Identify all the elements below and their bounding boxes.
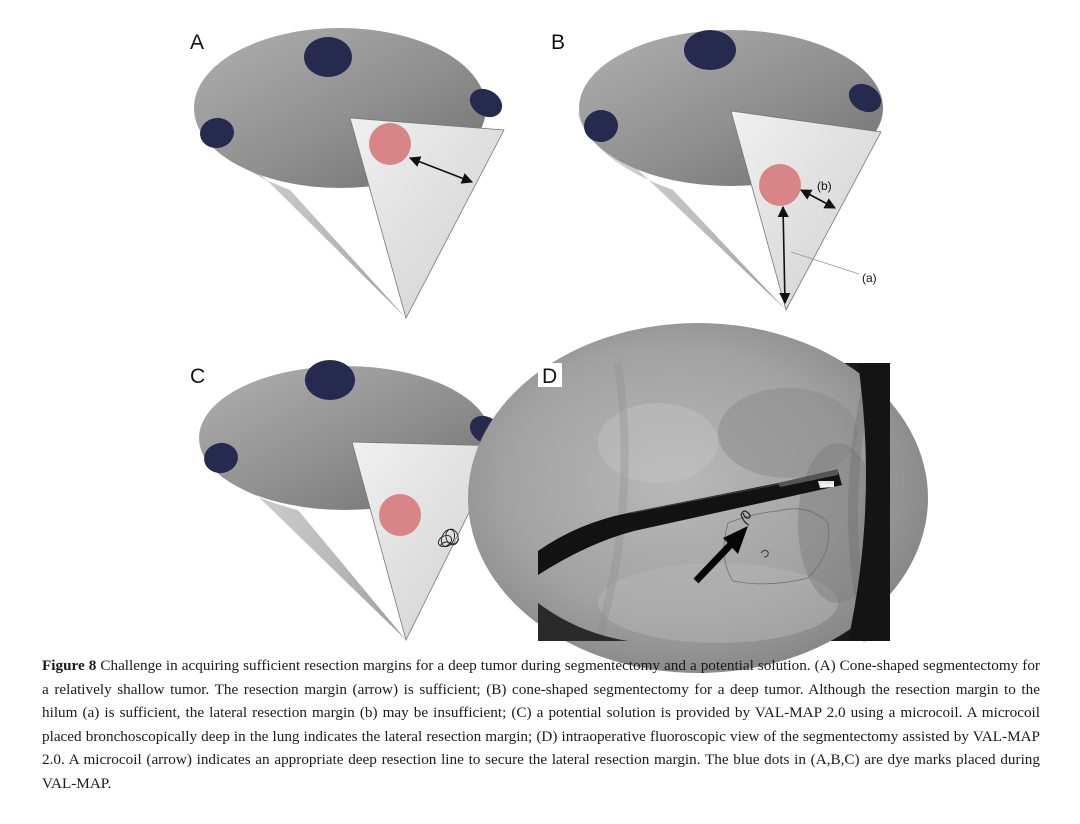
figure-label: Figure 8 [42, 657, 96, 674]
tumor [379, 494, 421, 536]
dye-mark [304, 37, 352, 77]
figure-caption: Figure 8 Challenge in acquiring sufficie… [42, 654, 1040, 795]
panel-d: D [538, 363, 890, 641]
panel-letter: B [551, 32, 565, 53]
panel-a: A [170, 20, 530, 330]
panel-letter: D [542, 366, 557, 387]
caption-text: Challenge in acquiring sufficient resect… [42, 657, 1040, 792]
panel-b: B (b) (a) [545, 20, 905, 330]
tumor [369, 123, 411, 165]
cut-face [731, 111, 881, 310]
label-b: (b) [817, 180, 832, 192]
dye-mark [305, 360, 355, 400]
panel-letter: A [190, 32, 204, 53]
cone-diagram-a [170, 20, 530, 330]
cone-diagram-b [545, 20, 905, 330]
dye-mark [684, 30, 736, 70]
panel-letter: C [190, 366, 205, 387]
tumor [759, 164, 801, 206]
label-a: (a) [862, 272, 877, 284]
fluoroscopic-image [538, 363, 890, 641]
